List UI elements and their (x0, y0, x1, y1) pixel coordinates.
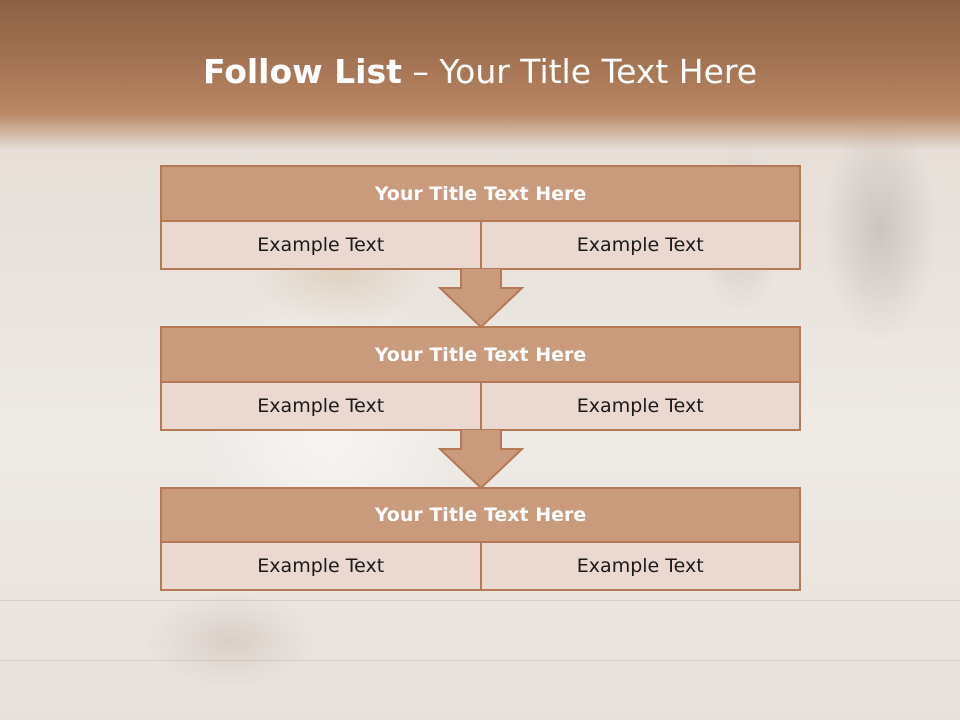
floor-line (0, 660, 960, 661)
group-cell-left: Example Text (160, 541, 482, 591)
group-cell-right: Example Text (479, 381, 801, 431)
group-title: Your Title Text Here (160, 165, 801, 222)
group-cell-right: Example Text (479, 541, 801, 591)
list-group-2: Your Title Text Here Example Text Exampl… (160, 326, 801, 431)
floor-line (0, 600, 960, 601)
down-arrow-icon (438, 429, 524, 489)
group-cell-left: Example Text (160, 381, 482, 431)
group-row: Example Text Example Text (160, 220, 801, 270)
group-cell-left: Example Text (160, 220, 482, 270)
slide-title-rest: – Your Title Text Here (401, 52, 758, 91)
group-title: Your Title Text Here (160, 487, 801, 543)
list-group-1: Your Title Text Here Example Text Exampl… (160, 165, 801, 270)
group-cell-right: Example Text (479, 220, 801, 270)
group-row: Example Text Example Text (160, 541, 801, 591)
slide-title: Follow List – Your Title Text Here (0, 52, 960, 91)
group-row: Example Text Example Text (160, 381, 801, 431)
slide-title-bold: Follow List (202, 52, 402, 91)
down-arrow-icon (438, 268, 524, 328)
list-group-3: Your Title Text Here Example Text Exampl… (160, 487, 801, 591)
header-band (0, 0, 960, 150)
group-title: Your Title Text Here (160, 326, 801, 383)
